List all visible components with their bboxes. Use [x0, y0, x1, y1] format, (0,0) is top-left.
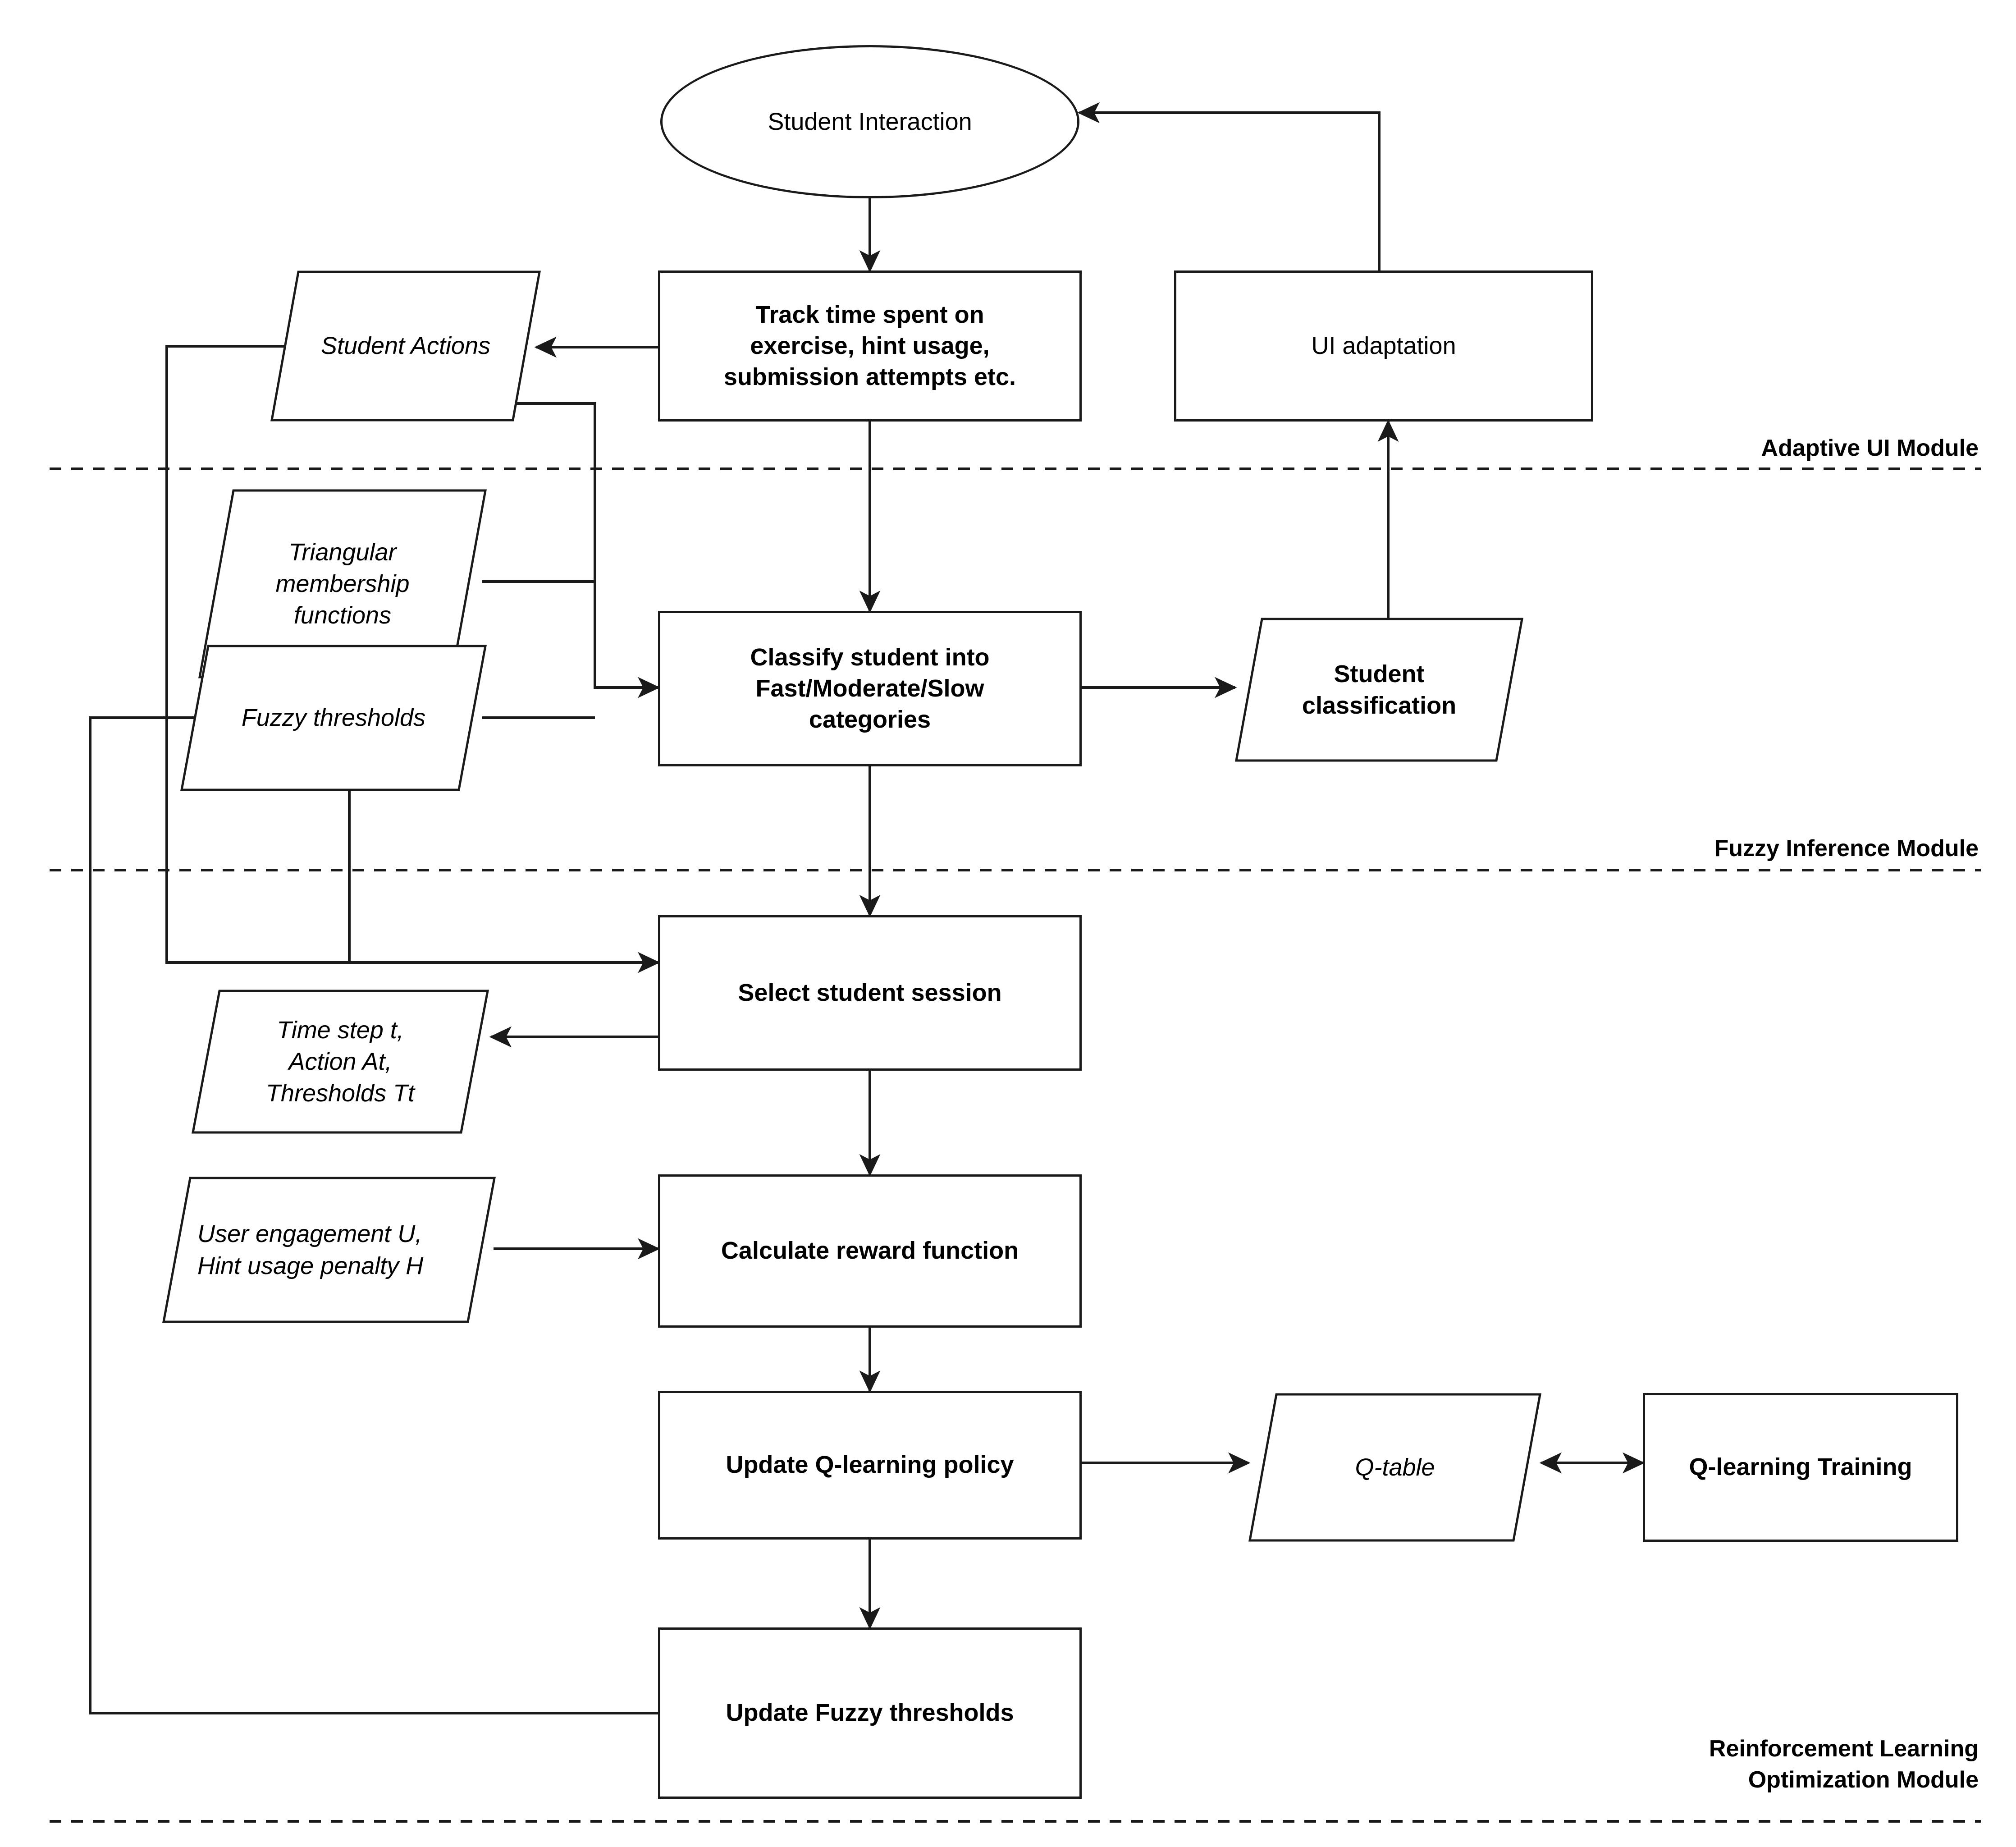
node-student-classification[interactable]: Student classification [1235, 618, 1523, 762]
line-1: Reinforcement Learning [1709, 1736, 1979, 1762]
node-update-fuzzy-thresholds[interactable]: Update Fuzzy thresholds [658, 1627, 1082, 1799]
line-1: Track time spent on [755, 301, 984, 328]
module-label-fuzzy-inference: Fuzzy Inference Module [1714, 835, 1979, 862]
node-user-engagement[interactable]: User engagement U, Hint usage penalty H [162, 1177, 496, 1323]
node-student-interaction[interactable]: Student Interaction [660, 45, 1079, 198]
line-2: Hint usage penalty H [197, 1252, 424, 1279]
node-student-classification-label: Student classification [1235, 618, 1523, 762]
line-2: Optimization Module [1748, 1766, 1979, 1793]
node-ui-adaptation[interactable]: UI adaptation [1174, 270, 1593, 422]
edge-updatefuzzy-feedback [89, 707, 658, 1714]
parallelogram-shape [1248, 1393, 1541, 1542]
node-time-step[interactable]: Time step t, Action At, Thresholds Tt [191, 990, 489, 1134]
line-2: membership [275, 570, 410, 597]
line-3: categories [809, 706, 931, 733]
line-2: Action At, [288, 1048, 392, 1075]
edge-actions-to-select [165, 345, 660, 973]
node-track-time-text: Track time spent on exercise, hint usage… [724, 299, 1016, 393]
line-1: Triangular [288, 538, 397, 566]
node-triangular-membership-label: Triangular membership functions [198, 489, 487, 678]
node-time-step-label: Time step t, Action At, Thresholds Tt [192, 990, 489, 1134]
node-select-session[interactable]: Select student session [658, 915, 1082, 1071]
module-label-reinforcement-learning: Reinforcement Learning Optimization Modu… [1492, 1733, 1979, 1795]
parallelogram-shape [180, 645, 487, 791]
node-classify-student[interactable]: Classify student into Fast/Moderate/Slow… [658, 611, 1082, 766]
parallelogram-shape [191, 990, 489, 1134]
line-2: classification [1302, 692, 1457, 719]
parallelogram-shape [162, 1177, 496, 1323]
node-q-table-label: Q-table [1355, 1453, 1435, 1481]
node-user-engagement-label: User engagement U, Hint usage penalty H [162, 1177, 496, 1323]
line-1: User engagement U, [197, 1220, 422, 1248]
node-calculate-reward[interactable]: Calculate reward function [658, 1174, 1082, 1328]
line-1: Classify student into [750, 643, 990, 671]
node-triangular-membership[interactable]: Triangular membership functions [198, 489, 487, 678]
parallelogram-shape [1235, 618, 1523, 762]
node-track-time[interactable]: Track time spent on exercise, hint usage… [658, 270, 1082, 422]
line-3: functions [293, 602, 392, 629]
node-update-q-policy[interactable]: Update Q-learning policy [658, 1391, 1082, 1540]
edge-actions-rail [512, 402, 660, 698]
node-student-actions-label: Student Actions [320, 332, 491, 360]
node-q-table[interactable]: Q-table [1248, 1393, 1541, 1542]
line-1: Time step t, [277, 1016, 404, 1044]
node-fuzzy-thresholds-label: Fuzzy thresholds [241, 704, 426, 732]
edge-ui-to-interaction [1077, 102, 1381, 270]
line-3: submission attempts etc. [723, 363, 1016, 391]
node-q-learning-training[interactable]: Q-learning Training [1643, 1393, 1958, 1542]
module-label-adaptive-ui: Adaptive UI Module [1761, 435, 1979, 461]
line-2: exercise, hint usage, [750, 332, 990, 359]
line-3: Thresholds Tt [265, 1080, 415, 1107]
node-fuzzy-thresholds[interactable]: Fuzzy thresholds [180, 645, 487, 791]
line-1: Student [1334, 660, 1425, 687]
line-2: Fast/Moderate/Slow [755, 674, 984, 702]
node-student-actions[interactable]: Student Actions [270, 270, 541, 422]
parallelogram-shape [270, 270, 541, 422]
node-classify-student-text: Classify student into Fast/Moderate/Slow… [750, 642, 989, 735]
